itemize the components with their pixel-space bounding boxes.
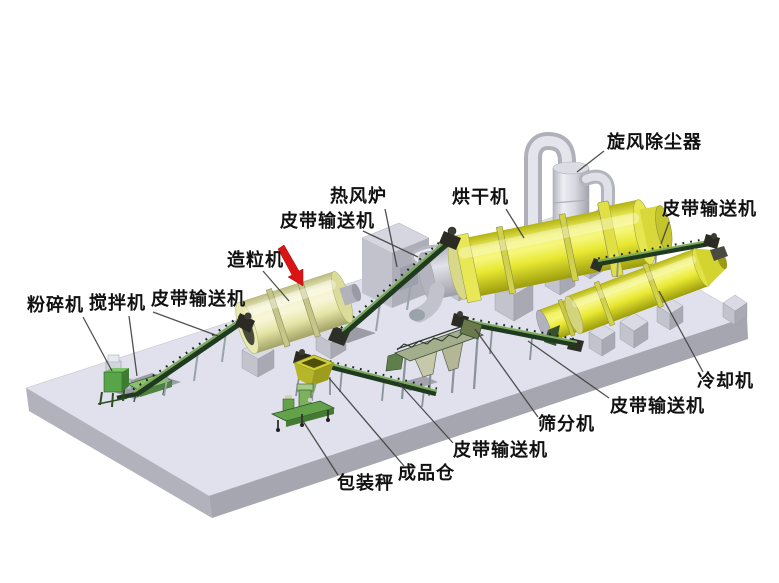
granulator-machine (235, 271, 362, 355)
label-finished-product-bin: 成品仓 (398, 463, 455, 483)
cooler-inlet-chute (710, 246, 728, 261)
leader-lines (82, 150, 704, 476)
label-belt-conveyor-granulator-feed: 皮带输送机 (151, 289, 246, 309)
label-belt-conveyor-screener-feed: 皮带输送机 (610, 396, 705, 416)
label-belt-conveyor-product-bin: 皮带输送机 (453, 440, 548, 460)
belt-conveyor-dryer-feed-machine (328, 226, 461, 346)
crusher-machine (97, 354, 129, 408)
label-mixer: 搅拌机 (89, 293, 146, 313)
label-belt-conveyor-cooler-feed: 皮带输送机 (662, 199, 757, 219)
belt-conveyor-granulator-feed-machine (116, 312, 255, 401)
label-granulator: 造粒机 (227, 250, 284, 270)
screening-machine-machine (385, 318, 484, 400)
packing-scale-machine (270, 383, 336, 432)
label-hot-air-furnace: 热风炉 (330, 186, 387, 206)
label-cooler: 冷却机 (697, 371, 754, 391)
label-packing-scale: 包装秤 (337, 473, 394, 493)
label-cyclone-dust-collector: 旋风除尘器 (607, 132, 702, 152)
label-crusher: 粉碎机 (27, 295, 84, 315)
cooler-machine (536, 246, 728, 346)
red-arrow-annotation (277, 244, 304, 287)
label-dryer: 烘干机 (452, 187, 509, 207)
label-belt-conveyor-dryer-feed: 皮带输送机 (280, 211, 375, 231)
finished-product-bin-machine (292, 354, 336, 402)
label-screening-machine: 筛分机 (538, 414, 595, 434)
